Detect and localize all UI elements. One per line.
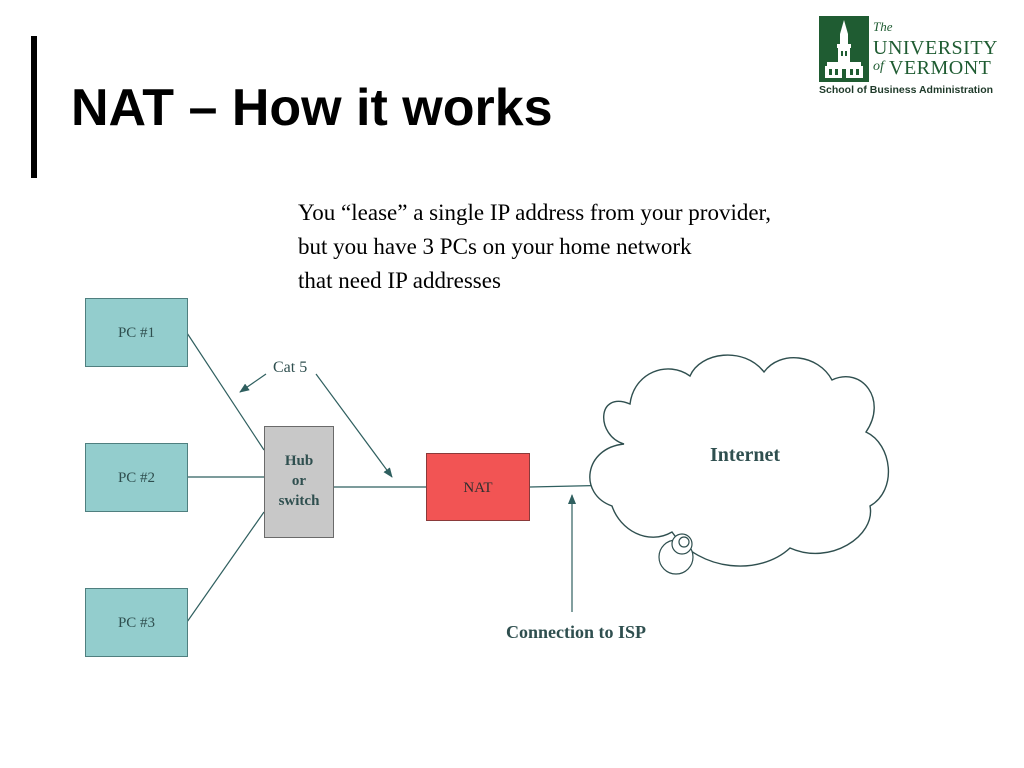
cable-pc1-hub [186, 332, 265, 451]
hub-label-line: switch [278, 493, 320, 509]
nat-label: NAT [463, 480, 493, 496]
isp-connection-label: Connection to ISP [506, 622, 647, 642]
nat-box: NAT [426, 453, 530, 521]
intro-line: that need IP addresses [298, 268, 501, 293]
hub-switch-box: Hub or switch [264, 426, 334, 538]
intro-text: You “lease” a single IP address from you… [298, 196, 918, 298]
pc-1-box: PC #1 [85, 298, 188, 367]
pc-3-box: PC #3 [85, 588, 188, 657]
tower-emblem [819, 16, 869, 82]
title-accent-bar [31, 36, 37, 178]
intro-line: but you have 3 PCs on your home network [298, 234, 692, 259]
hub-label-line: or [291, 473, 307, 489]
slide-title: NAT – How it works [71, 79, 553, 137]
intro-line: You “lease” a single IP address from you… [298, 200, 772, 225]
pc-2-label: PC #2 [117, 470, 156, 486]
logo-school-name: School of Business Administration [819, 84, 994, 96]
pc-3-label: PC #3 [117, 615, 156, 631]
pc-1-label: PC #1 [117, 325, 156, 341]
university-logo: The UNIVERSITY of VERMONT School of Busi… [819, 16, 1001, 98]
cat5-arrow-right [315, 373, 393, 478]
hub-label-line: Hub [284, 453, 314, 469]
cable-pc3-hub [186, 511, 265, 623]
cat5-arrow-left [239, 373, 267, 393]
tower-icon [819, 16, 869, 82]
pc-2-box: PC #2 [85, 443, 188, 512]
cat5-label: Cat 5 [273, 359, 308, 376]
internet-cloud [589, 354, 890, 575]
internet-label: Internet [710, 444, 780, 466]
